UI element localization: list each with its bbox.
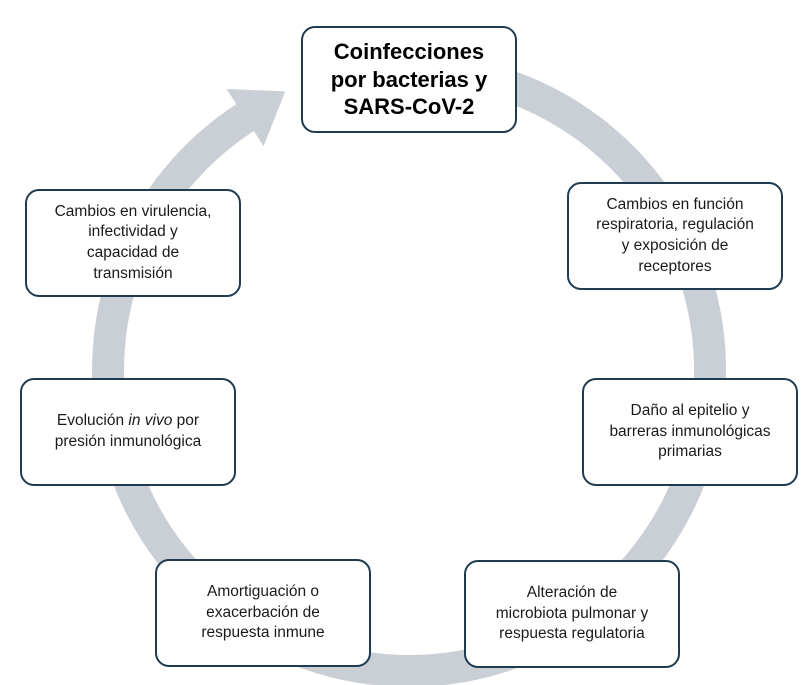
node-text-line: Alteración de — [526, 584, 618, 602]
node-respiratory-changes: Cambios en función respiratoria, regulac… — [567, 182, 783, 290]
node-microbiota-alteration: Alteración de microbiota pulmonar y resp… — [464, 560, 680, 668]
node-text-line: receptores — [638, 257, 712, 275]
node-text-line: barreras inmunológicas — [609, 422, 771, 440]
node-text-line: capacidad de — [86, 244, 180, 261]
cycle-arrowhead-icon — [226, 89, 286, 147]
node-immune-response: Amortiguación o exacerbación de respuest… — [155, 559, 371, 667]
node-text-line: microbiota pulmonar y — [495, 604, 649, 622]
node-text-line: transmisión — [93, 264, 173, 282]
node-text-suffix: por — [172, 412, 200, 430]
node-text-line: respuesta inmune — [201, 624, 325, 642]
node-text-prefix: Evolución — [56, 412, 129, 430]
node-text-line: primarias — [658, 443, 722, 461]
node-text-italic: in vivo — [128, 412, 173, 430]
node-text-line: presión inmunológica — [54, 433, 202, 450]
node-text-line: infectividad y — [88, 223, 178, 241]
central-node-line: Coinfecciones — [333, 38, 485, 64]
central-node-coinfections: Coinfecciones por bacterias y SARS-CoV-2 — [301, 26, 517, 133]
central-node-line: por bacterias y — [330, 66, 488, 92]
node-virulence-changes: Cambios en virulencia, infectividad y ca… — [25, 189, 241, 297]
central-node-line: SARS-CoV-2 — [343, 94, 475, 120]
node-text-line: Evolución in vivo por — [55, 411, 201, 432]
node-text-line: Amortiguación o — [206, 583, 319, 601]
node-epithelium-damage: Daño al epitelio y barreras inmunológica… — [582, 378, 798, 486]
node-text-line: exacerbación de — [206, 603, 320, 621]
node-in-vivo-evolution: Evolución in vivo por presión inmunológi… — [20, 378, 236, 486]
node-text-line: Cambios en virulencia, — [54, 202, 212, 220]
node-text-line: Daño al epitelio y — [630, 402, 750, 420]
node-text-line: y exposición de — [621, 237, 729, 254]
node-text-line: respuesta regulatoria — [499, 625, 645, 643]
node-text-line: respiratoria, regulación — [596, 216, 754, 234]
node-text-line: Cambios en función — [606, 195, 744, 213]
